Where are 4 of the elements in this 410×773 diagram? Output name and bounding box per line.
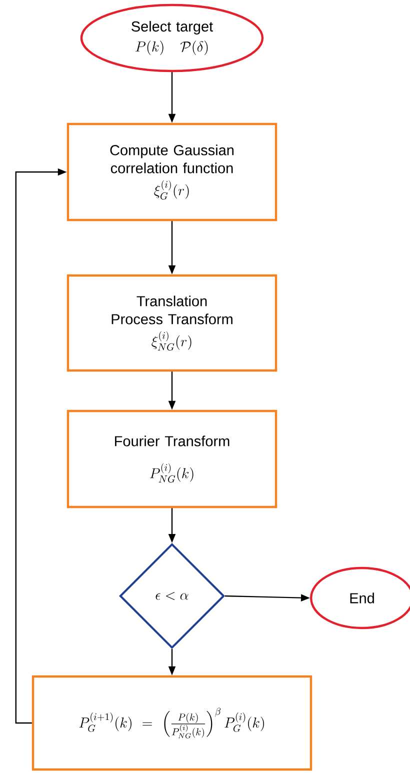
process-box: $P_G^{(i+1)}(k) = \left(\frac{P(k)}{P_{NG}^{(i)}(k)}\right)^{\beta} P_G^{(i)}(k)$ — [32, 675, 312, 771]
process-box: Fourier Transform $P_{NG}^{(i)}(k)$ — [66, 410, 278, 508]
process-box: Compute Gaussian correlation function $\xi_G^{(i)}(r)$ — [66, 122, 278, 222]
process-box: Translation Process Transform $\xi_{NG}^{(i)}(r)$ — [66, 274, 278, 372]
